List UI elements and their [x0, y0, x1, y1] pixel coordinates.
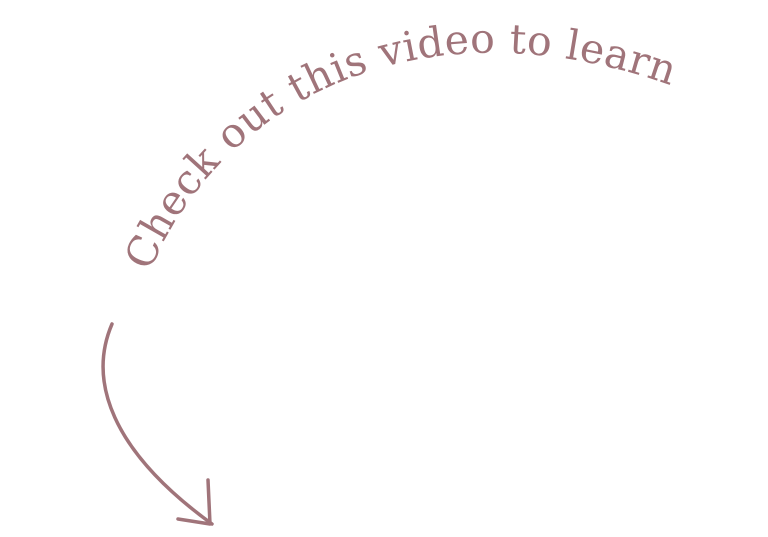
arrow-head	[176, 478, 212, 526]
arrow-shaft	[101, 322, 214, 526]
curved-headline-text: Check out this video to learn more!	[0, 0, 683, 276]
curved-headline: Check out this video to learn more!	[0, 0, 683, 276]
curved-arrow-down-right-icon	[101, 322, 214, 526]
